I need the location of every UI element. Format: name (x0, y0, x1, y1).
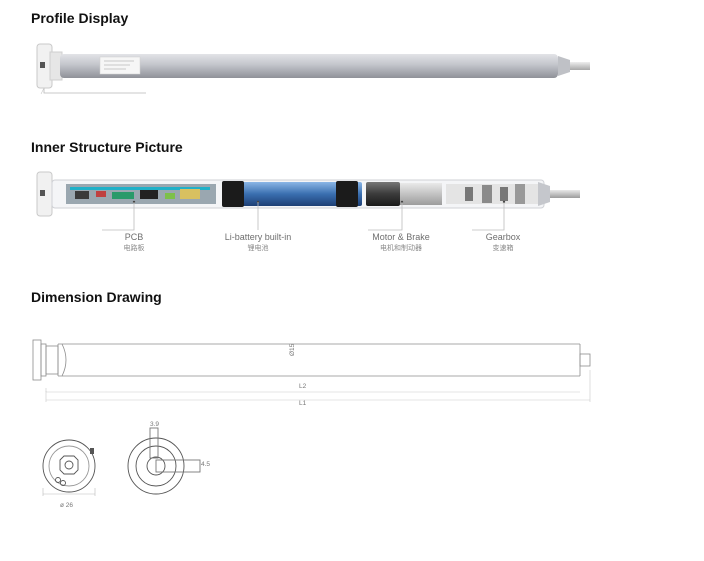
l2-label: L2 (299, 383, 307, 390)
profile-motor-image (36, 43, 590, 95)
component-label-gearbox: Gearbox 变速箱 (485, 232, 521, 252)
shaft-length-label: 4.5 (201, 461, 211, 468)
dimension-end-view-shaft (127, 427, 201, 495)
dimension-drawing-title: Dimension Drawing (31, 289, 162, 305)
dimension-end-view-head (42, 439, 96, 496)
head-diameter-label: ø 26 (60, 502, 74, 509)
dimension-side-view (32, 339, 591, 402)
component-label-pcb: PCB 电路板 (123, 232, 145, 252)
profile-display-title: Profile Display (31, 10, 129, 26)
component-label-motor-brake: Motor & Brake 电机和制动器 (372, 232, 430, 252)
inner-structure-image (36, 171, 580, 231)
shaft-width-label: 3.9 (150, 421, 160, 428)
component-label-battery: Li-battery built-in 锂电池 (224, 232, 292, 252)
inner-structure-title: Inner Structure Picture (31, 139, 183, 155)
tube-diameter-label: Ø15 (289, 343, 296, 356)
l1-label: L1 (299, 400, 307, 407)
